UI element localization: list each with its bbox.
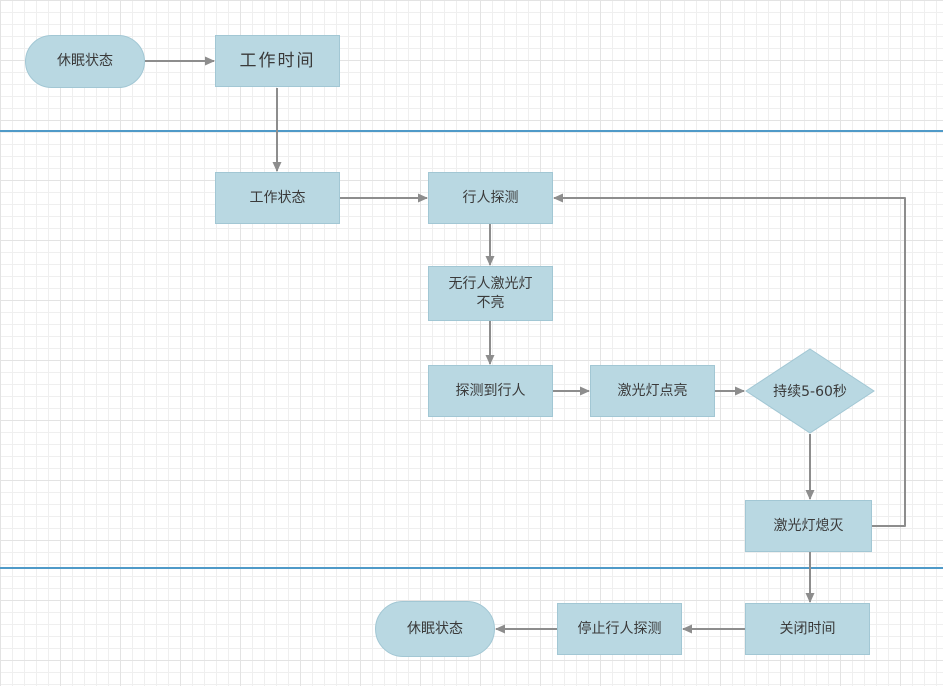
node-duration-5-60s[interactable]: 持续5-60秒 [745, 348, 875, 434]
node-laser-light-on[interactable]: 激光灯点亮 [590, 365, 715, 417]
node-pedestrian-detected[interactable]: 探测到行人 [428, 365, 553, 417]
node-sleep-state-end[interactable]: 休眠状态 [375, 601, 495, 657]
node-label: 持续5-60秒 [773, 384, 847, 400]
node-no-pedestrian-laser-dim[interactable]: 无行人激光灯不亮 [428, 266, 553, 321]
node-pedestrian-detect[interactable]: 行人探测 [428, 172, 553, 224]
node-work-time[interactable]: 工作时间 [215, 35, 340, 87]
connector-laseroff-loop-to-detect[interactable] [553, 193, 906, 527]
node-sleep-state-start[interactable]: 休眠状态 [25, 35, 145, 88]
lane-divider-bottom[interactable] [0, 567, 943, 569]
node-stop-pedestrian-detect[interactable]: 停止行人探测 [557, 603, 682, 655]
diamond-shape [745, 348, 875, 434]
node-work-state[interactable]: 工作状态 [215, 172, 340, 224]
node-close-time[interactable]: 关闭时间 [745, 603, 870, 655]
node-laser-light-off[interactable]: 激光灯熄灭 [745, 500, 872, 552]
lane-divider-top[interactable] [0, 130, 943, 132]
